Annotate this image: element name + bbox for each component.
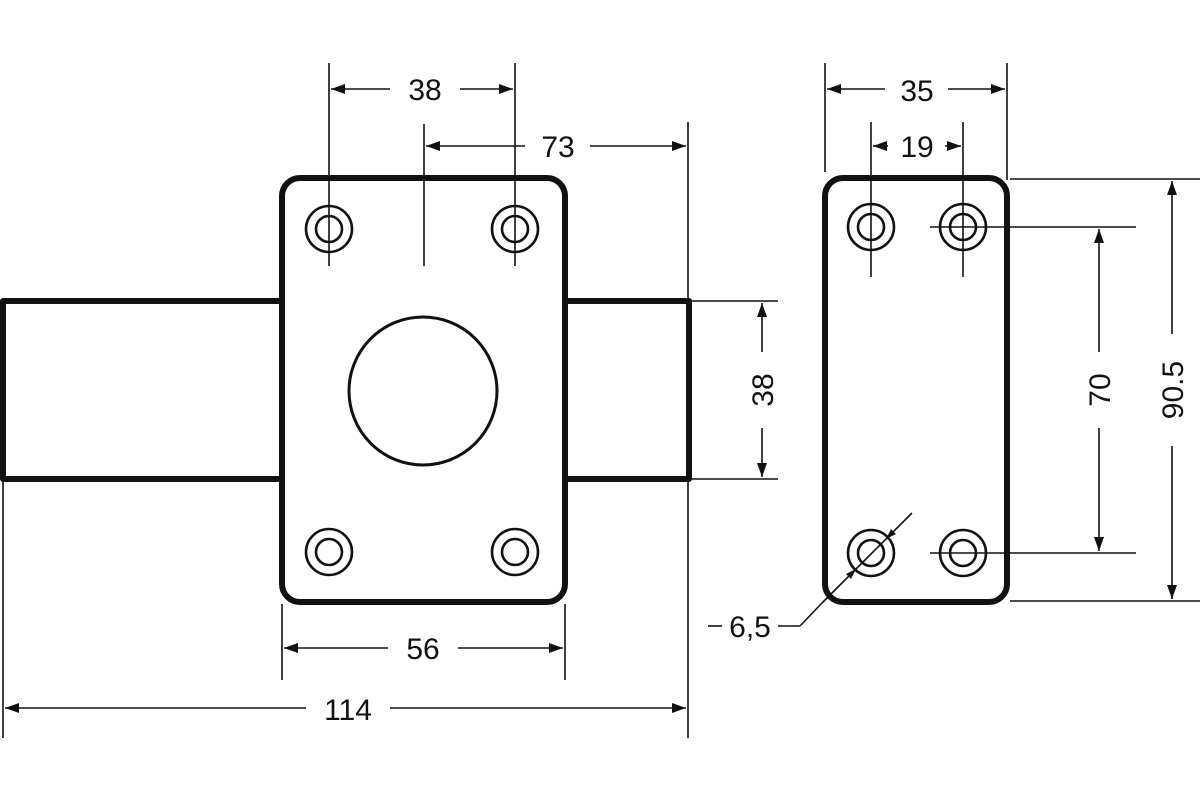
side-extension-lines xyxy=(824,63,1200,602)
dimension-73: 73 xyxy=(426,127,686,165)
dimension-70: 70 xyxy=(1084,229,1117,551)
dim-label-73: 73 xyxy=(541,131,574,164)
side-plate xyxy=(822,175,1010,605)
dim-label-38-top: 38 xyxy=(408,74,441,107)
side-view xyxy=(822,175,1010,605)
dim-label-114: 114 xyxy=(324,694,372,727)
side-screw-hole-bottom-left xyxy=(846,528,896,578)
dim-label-70: 70 xyxy=(1084,373,1117,406)
dim-label-56: 56 xyxy=(406,633,439,666)
dimension-35: 35 xyxy=(827,70,1005,108)
dimension-38-vertical: 38 xyxy=(747,303,780,477)
key-cylinder-circle xyxy=(347,315,499,467)
dimension-90-5: 90.5 xyxy=(1157,181,1190,599)
dim-label-38-vertical: 38 xyxy=(747,373,780,406)
dim-label-6-5: 6,5 xyxy=(729,611,771,644)
dim-label-35: 35 xyxy=(900,75,933,108)
front-screw-hole-bottom-right xyxy=(490,527,540,577)
dim-label-19: 19 xyxy=(900,131,933,164)
dimension-6-5-leader: 6,5 xyxy=(708,512,913,644)
dimension-114: 114 xyxy=(5,689,686,727)
dimension-38-top: 38 xyxy=(331,70,513,108)
dimension-19: 19 xyxy=(873,127,961,165)
front-screw-hole-bottom-left xyxy=(304,527,354,577)
dimension-56: 56 xyxy=(284,629,563,667)
front-extension-lines xyxy=(2,63,778,738)
dim-label-90-5: 90.5 xyxy=(1157,361,1190,419)
front-view xyxy=(0,175,692,605)
